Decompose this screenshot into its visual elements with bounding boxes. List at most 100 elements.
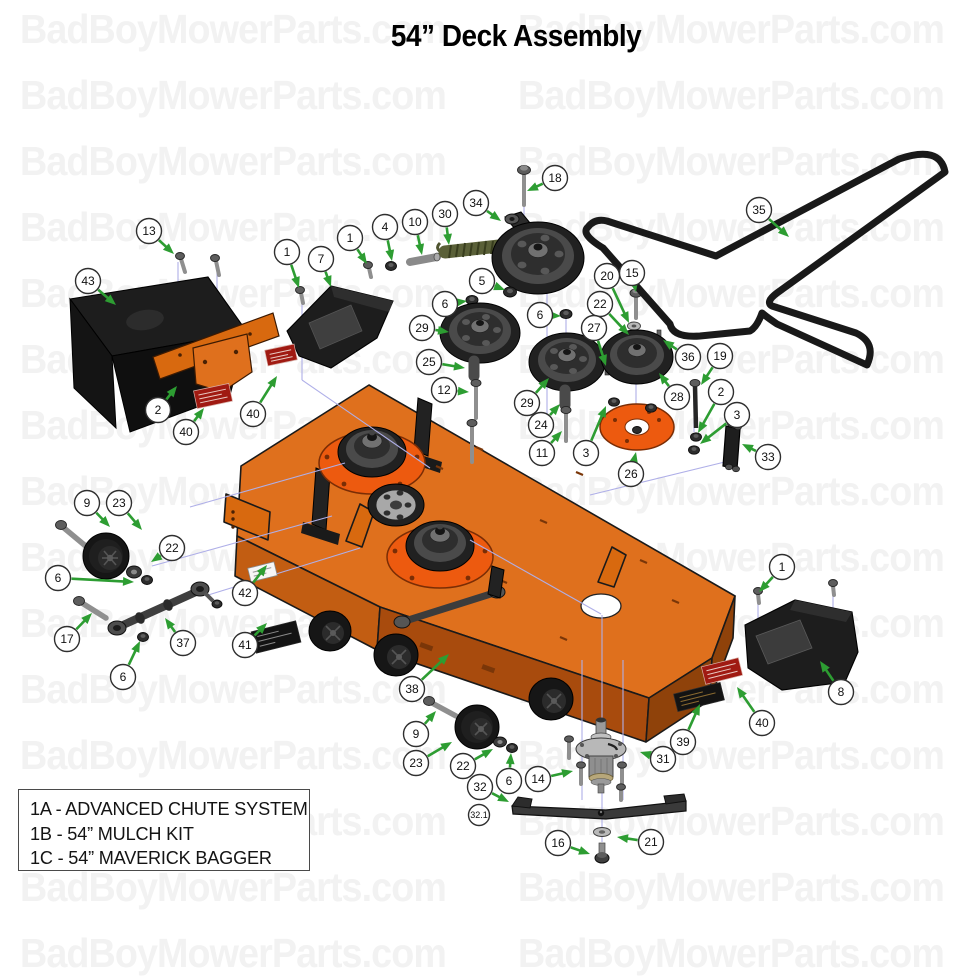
callout-40: 40 [748, 709, 776, 737]
callout-arrows [71, 182, 835, 855]
svg-text:15: 15 [625, 266, 639, 280]
arrowhead-icon [700, 433, 712, 444]
svg-text:25: 25 [422, 355, 436, 369]
watermark-text: BadBoyMowerParts.com [518, 72, 945, 118]
svg-text:37: 37 [176, 636, 190, 650]
svg-text:22: 22 [593, 297, 607, 311]
arrowhead-icon [691, 704, 700, 716]
callout-39: 39 [669, 728, 697, 756]
callout-1: 1 [768, 553, 796, 581]
arrowhead-icon [425, 711, 436, 723]
svg-text:33: 33 [761, 450, 775, 464]
callout-6: 6 [109, 663, 137, 691]
callout-2: 2 [707, 378, 735, 406]
svg-text:1: 1 [284, 245, 291, 259]
svg-text:29: 29 [520, 396, 534, 410]
svg-text:1: 1 [779, 560, 786, 574]
svg-text:2: 2 [718, 385, 725, 399]
idler-pulley-column-b [528, 308, 606, 443]
svg-text:6: 6 [537, 308, 544, 322]
callout-5: 5 [468, 267, 496, 295]
callout-30: 30 [431, 200, 459, 228]
arrowhead-icon [698, 421, 708, 433]
arrowhead-icon [99, 516, 110, 527]
arrowhead-icon [620, 311, 629, 323]
svg-text:32: 32 [473, 780, 487, 794]
arrowhead-icon [481, 749, 493, 759]
callout-1: 1 [273, 238, 301, 266]
arrowhead-icon [151, 552, 163, 562]
arrowhead-icon [820, 661, 830, 673]
arrowhead-icon [505, 753, 515, 765]
callout-9: 9 [402, 720, 430, 748]
svg-text:7: 7 [318, 252, 325, 266]
callout-21: 21 [637, 828, 665, 856]
arrowhead-icon [440, 742, 452, 752]
deck-tie-rod [393, 565, 506, 629]
svg-text:11: 11 [536, 446, 549, 460]
callout-26: 26 [617, 460, 645, 488]
watermark-text: BadBoyMowerParts.com [518, 6, 945, 52]
callout-2: 2 [144, 396, 172, 424]
deck-belt [582, 150, 949, 369]
svg-text:29: 29 [415, 321, 429, 335]
deck-left-bracket [223, 493, 271, 541]
svg-text:5: 5 [479, 274, 486, 288]
arrowhead-icon [455, 298, 467, 307]
callout-23: 23 [105, 489, 133, 517]
callout-23: 23 [402, 749, 430, 777]
decal-39 [673, 682, 725, 712]
callout-37: 37 [169, 629, 197, 657]
svg-text:4: 4 [382, 220, 389, 234]
callout-6: 6 [44, 564, 72, 592]
svg-text:41: 41 [238, 638, 252, 652]
arrowhead-icon [453, 361, 465, 371]
arrowhead-icon [640, 750, 652, 760]
callout-15: 15 [618, 259, 646, 287]
arrowhead-icon [629, 452, 638, 464]
callout-22: 22 [158, 534, 186, 562]
watermark-text: BadBoyMowerParts.com [20, 138, 447, 184]
callout-3: 3 [572, 439, 600, 467]
arrowhead-icon [777, 226, 789, 237]
callout-31: 31 [649, 745, 677, 773]
callout-11: 11 [528, 439, 556, 467]
callout-12: 12 [430, 376, 458, 404]
svg-text:38: 38 [405, 682, 419, 696]
rear-cover [744, 579, 859, 691]
svg-text:9: 9 [84, 496, 91, 510]
callout-36: 36 [674, 343, 702, 371]
arrowhead-icon [538, 378, 549, 390]
nut-5 [503, 286, 517, 298]
svg-text:21: 21 [644, 835, 658, 849]
arrowhead-icon [663, 340, 675, 350]
arrowhead-icon [701, 373, 711, 385]
callout-33: 33 [754, 443, 782, 471]
callout-20: 20 [593, 262, 621, 290]
callout-6: 6 [431, 290, 459, 318]
arrowhead-icon [493, 281, 505, 291]
arrowhead-icon [323, 275, 332, 287]
arrowhead-icon [165, 618, 175, 630]
callout-40: 40 [172, 418, 200, 446]
arrowhead-icon [81, 613, 92, 624]
spindle-cover-disc [599, 397, 675, 451]
svg-text:39: 39 [676, 735, 690, 749]
arrowhead-icon [737, 687, 747, 699]
deck-wheel [308, 610, 352, 652]
watermark-text: BadBoyMowerParts.com [20, 72, 447, 118]
arrowhead-icon [551, 431, 562, 443]
svg-text:12: 12 [437, 383, 451, 397]
watermark-text: BadBoyMowerParts.com [518, 930, 945, 976]
svg-text:9: 9 [413, 727, 420, 741]
idler-arm-assembly [491, 165, 585, 295]
arrowhead-icon [561, 769, 573, 778]
arrowhead-icon [497, 793, 509, 802]
svg-text:6: 6 [120, 670, 127, 684]
svg-text:40: 40 [246, 407, 260, 421]
arrowhead-icon [527, 182, 539, 191]
arrowhead-icon [759, 580, 770, 592]
svg-text:30: 30 [438, 207, 452, 221]
callout-16: 16 [544, 829, 572, 857]
